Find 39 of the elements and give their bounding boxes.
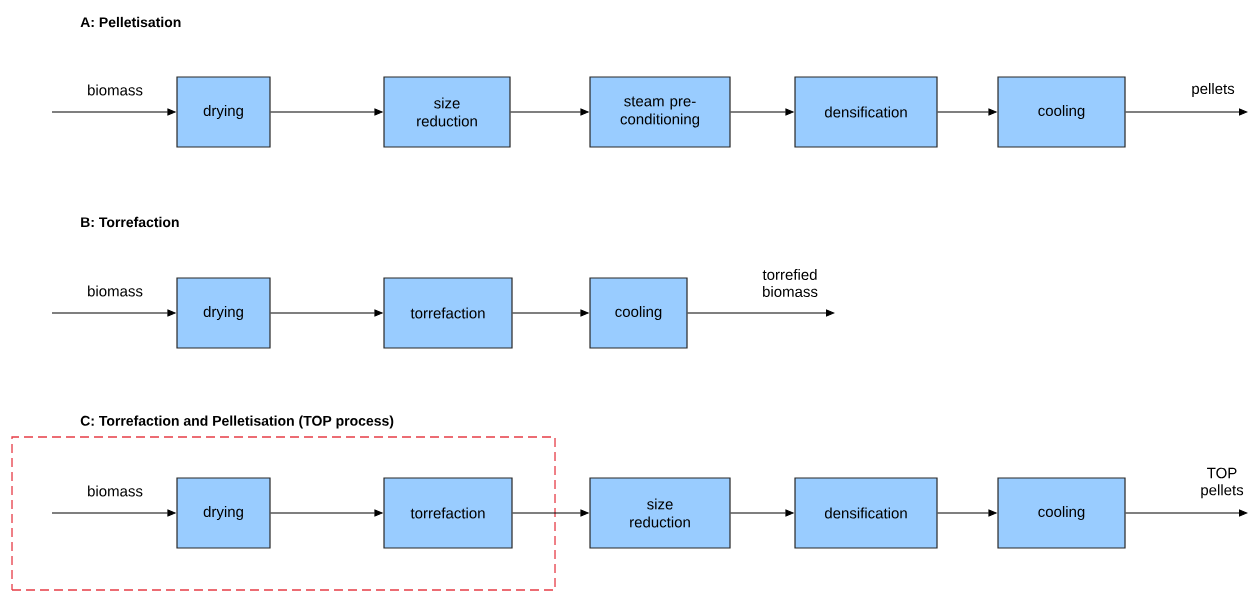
process-box: torrefaction <box>383 277 513 349</box>
arrow <box>512 509 589 517</box>
process-box: densification <box>794 477 938 549</box>
process-box: steam pre-conditioning <box>589 76 731 148</box>
arrow <box>1125 509 1248 517</box>
process-box: drying <box>176 277 271 349</box>
arrow <box>51 108 176 116</box>
process-box: torrefaction <box>383 477 513 549</box>
arrow <box>51 309 176 317</box>
arrow <box>937 509 997 517</box>
arrow <box>510 108 589 116</box>
arrow <box>730 108 794 116</box>
process-box: size reduction <box>383 76 511 148</box>
arrow <box>512 309 589 317</box>
section-title: A: Pelletisation <box>80 16 181 28</box>
process-box: size reduction <box>589 477 731 549</box>
arrow <box>270 509 383 517</box>
process-box: densification <box>794 76 938 148</box>
arrow <box>937 108 997 116</box>
edge-label: TOP pellets <box>1201 467 1244 499</box>
arrow <box>51 509 176 517</box>
edge-label: biomass <box>88 84 143 96</box>
edge-label: torrefied biomass <box>762 269 818 297</box>
process-box: cooling <box>997 76 1126 148</box>
process-box: drying <box>176 477 271 549</box>
process-box: cooling <box>997 477 1126 549</box>
arrow <box>270 108 383 116</box>
process-box: drying <box>176 76 271 148</box>
section-title: B: Torrefaction <box>81 216 179 228</box>
arrow <box>687 309 835 317</box>
dashed-boundary-box <box>11 436 556 591</box>
section-title: C: Torrefaction and Pelletisation (TOP process) <box>80 415 394 429</box>
arrow <box>730 509 794 517</box>
process-box: cooling <box>589 277 688 349</box>
edge-label: biomass <box>88 285 143 297</box>
arrow <box>270 309 383 317</box>
edge-label: biomass <box>88 485 143 497</box>
edge-label: pellets <box>1192 83 1235 97</box>
arrow <box>1125 108 1248 116</box>
